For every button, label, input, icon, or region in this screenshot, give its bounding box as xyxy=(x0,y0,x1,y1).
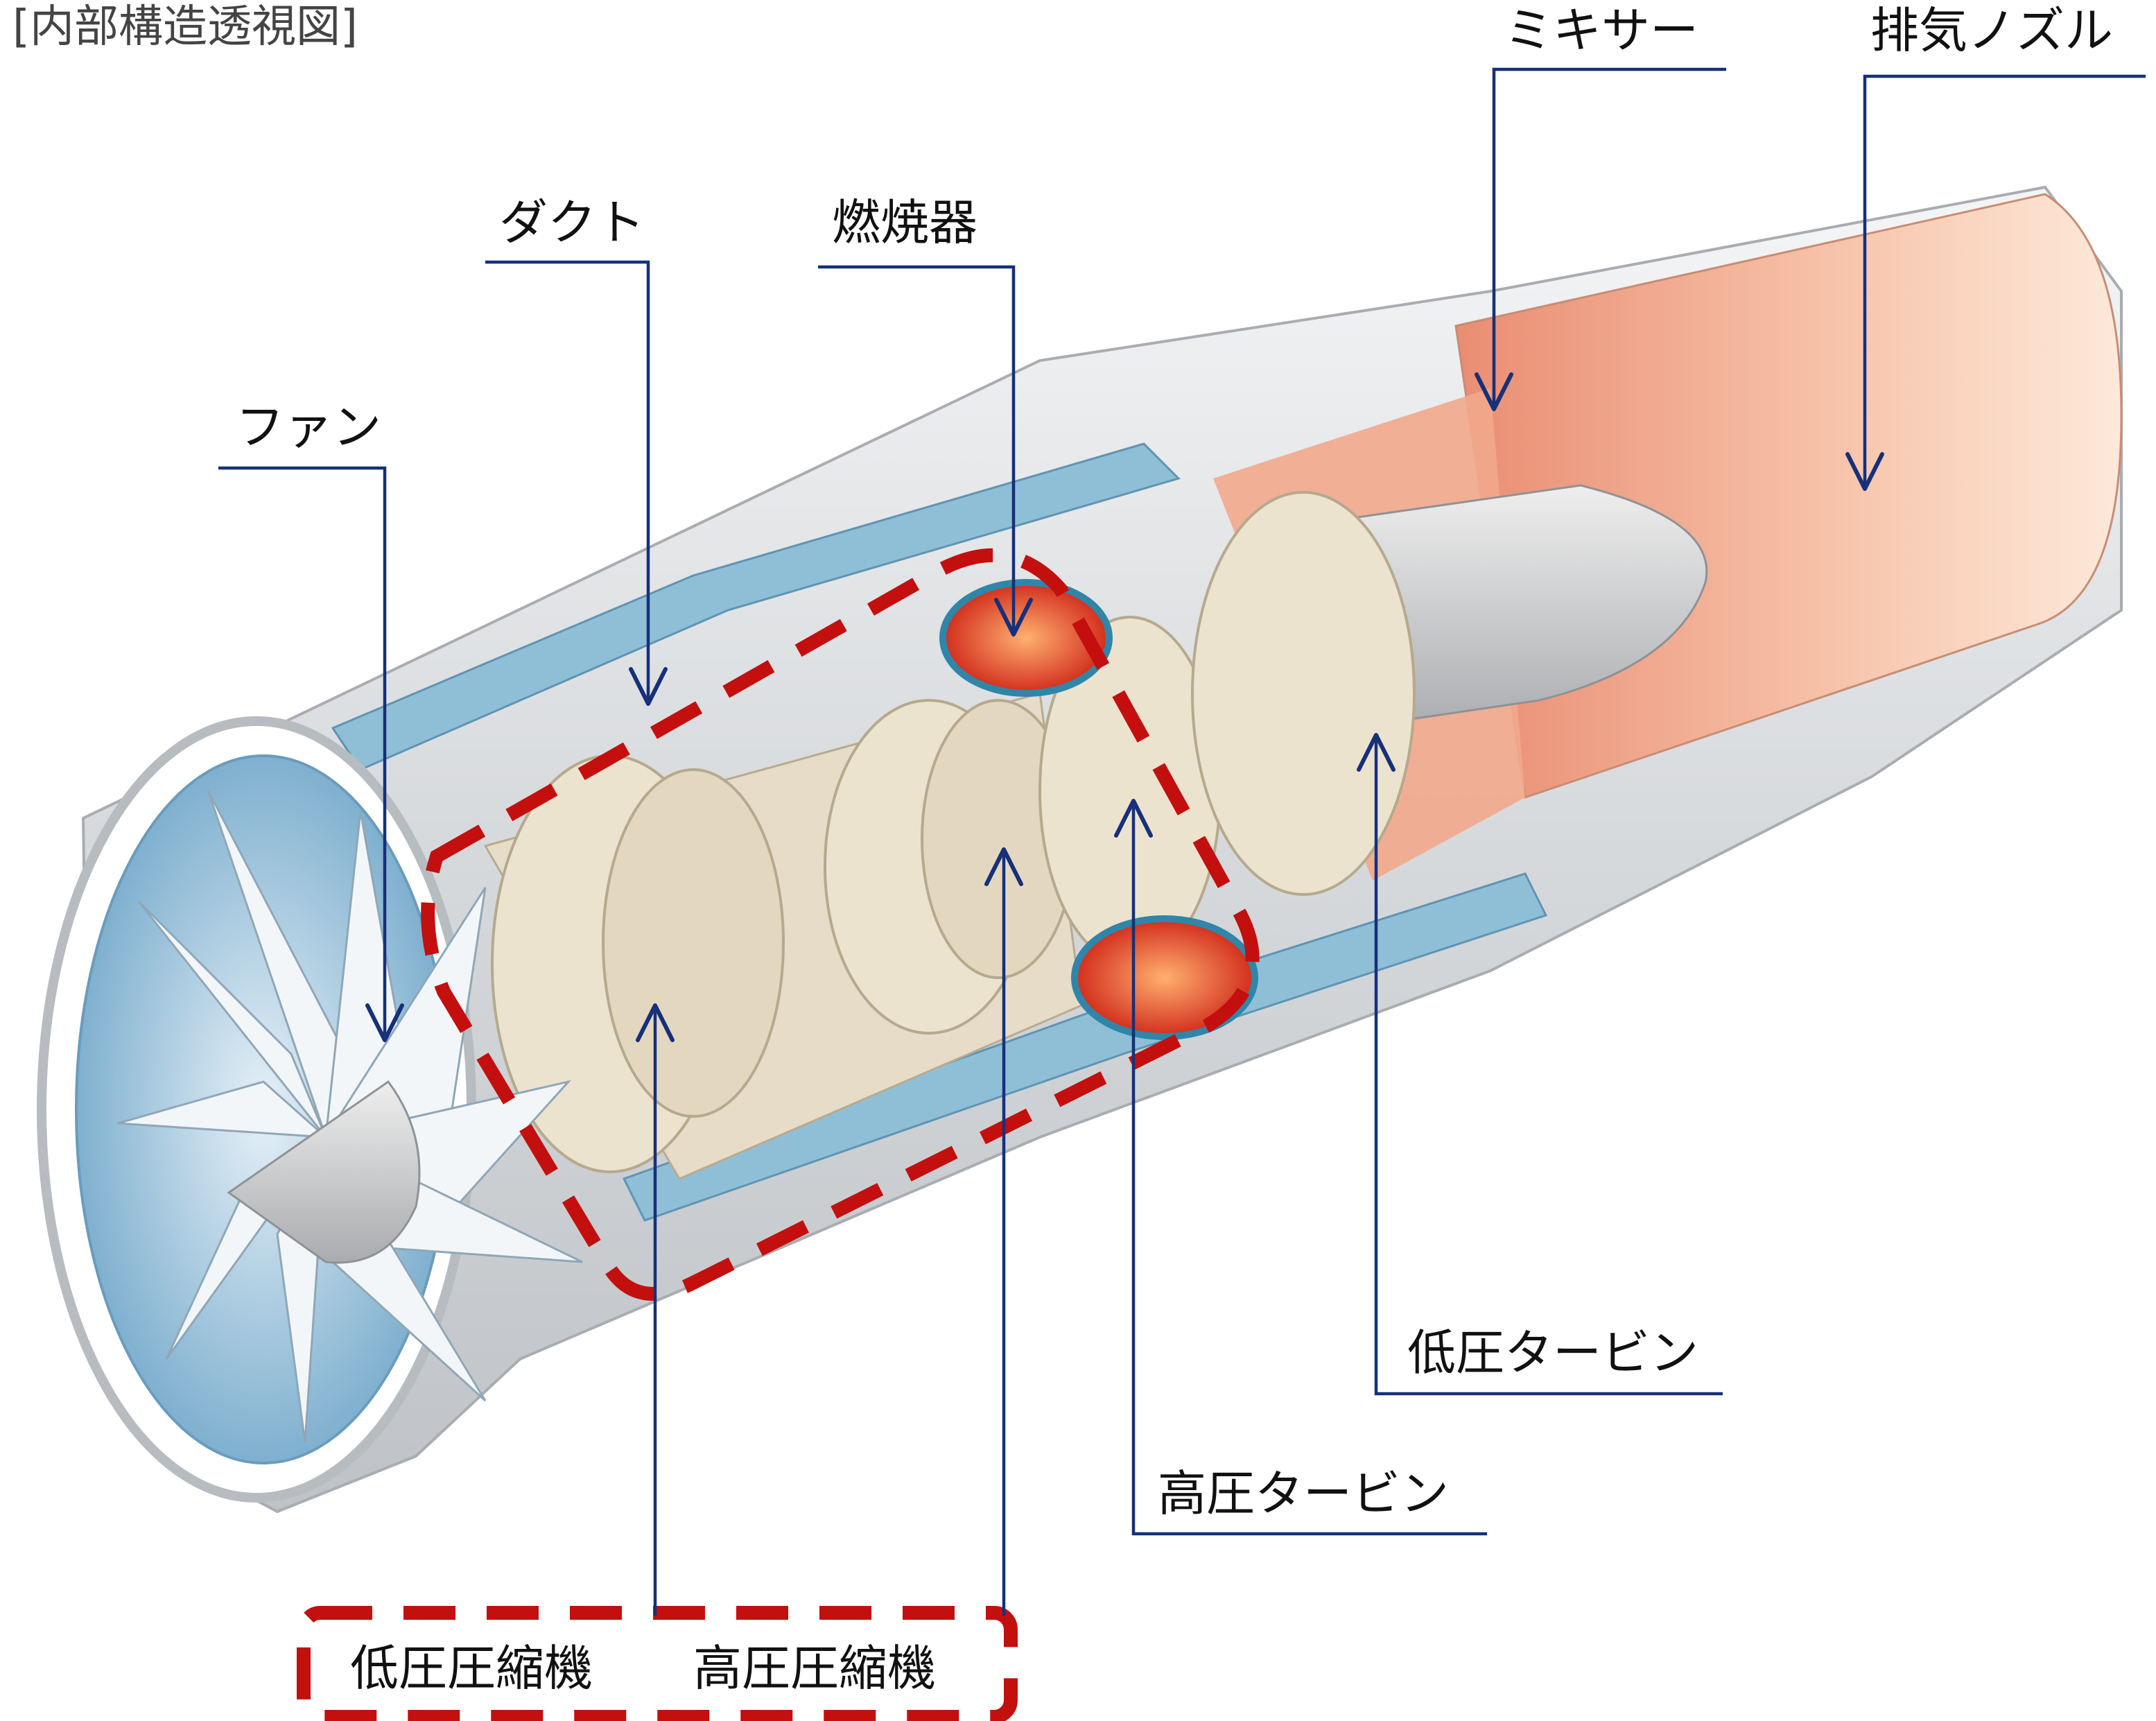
lp-compressor-disc-2 xyxy=(602,768,785,1118)
exhaust-nozzle-label: 排気ノズル xyxy=(1870,2,2113,59)
duct-arrow xyxy=(629,667,668,706)
spinner-cone xyxy=(227,1080,421,1264)
combustor-upper xyxy=(939,579,1113,697)
lp-compressor-arrow xyxy=(636,1003,675,1042)
hp-compressor-label: 高圧圧縮機 xyxy=(693,1640,936,1697)
exhaust-nozzle-arrow xyxy=(1845,452,1884,491)
mixer-label: ミキサー xyxy=(1504,2,1698,59)
combustor-leader-line xyxy=(818,265,1016,631)
exhaust-nozzle-leader-line xyxy=(1863,74,2146,485)
compressor-labels-dashed-box xyxy=(297,1606,1018,1721)
fan-label: ファン xyxy=(236,399,381,456)
hp-turbine-arrow xyxy=(1114,799,1153,838)
lp-turbine-leader-line xyxy=(1374,738,1723,1396)
mixer-leader-line xyxy=(1492,67,1726,406)
duct-label: ダクト xyxy=(499,194,645,251)
hp-turbine-leader-line xyxy=(1131,804,1487,1536)
diagram-header: [内部構造透視図] xyxy=(12,1,358,53)
lp-compressor-label: 低圧圧縮機 xyxy=(350,1640,593,1697)
hp-compressor-arrow xyxy=(984,847,1023,886)
combustor-label: 燃焼器 xyxy=(832,194,977,251)
hp-turbine-label: 高圧タービン xyxy=(1158,1465,1449,1522)
lp-turbine-disc xyxy=(1191,491,1416,896)
combustor-lower xyxy=(1071,915,1258,1040)
fan-leader-line xyxy=(218,466,387,1037)
lp-turbine-label: 低圧タービン xyxy=(1407,1324,1698,1381)
lp-turbine-arrow xyxy=(1357,733,1396,772)
combustor-arrow xyxy=(994,598,1033,637)
fan-arrow xyxy=(365,1003,404,1042)
duct-leader-line xyxy=(485,260,650,700)
engine-illustration xyxy=(37,185,2123,1514)
mixer-arrow xyxy=(1475,372,1513,411)
core-highlight-dashed-outline xyxy=(421,548,1260,1301)
